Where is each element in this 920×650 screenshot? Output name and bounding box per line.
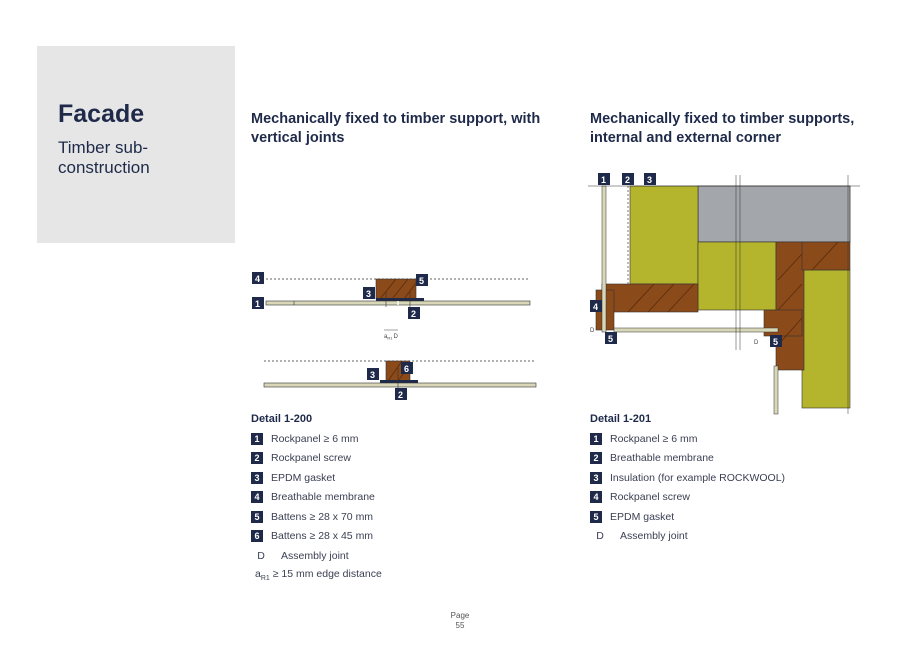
dim-label-aR1: aR1D bbox=[384, 334, 398, 341]
svg-text:4: 4 bbox=[593, 302, 598, 312]
svg-text:6: 6 bbox=[404, 364, 409, 374]
svg-text:1: 1 bbox=[255, 299, 260, 309]
svg-text:2: 2 bbox=[625, 175, 630, 185]
dim-label-d: D bbox=[590, 328, 595, 334]
detail-1-200-diagram: aR1D 4 1 3 5 2 3 6 2 bbox=[252, 272, 537, 400]
dim-label-d: D bbox=[754, 340, 759, 346]
rockpanel-vertical bbox=[601, 185, 607, 333]
svg-text:5: 5 bbox=[608, 334, 613, 344]
insulation-main bbox=[629, 185, 699, 285]
svg-text:1: 1 bbox=[601, 175, 606, 185]
sidebar-panel: Facade Timber sub-construction bbox=[37, 46, 235, 243]
sidebar-subtitle: Timber sub-construction bbox=[58, 138, 150, 177]
rockpanel-horizontal bbox=[613, 327, 779, 333]
svg-text:2: 2 bbox=[411, 309, 416, 319]
svg-text:3: 3 bbox=[370, 370, 375, 380]
detail-1-201-title: Detail 1-201 bbox=[590, 413, 652, 425]
rockpanel-lower bbox=[263, 382, 537, 388]
sidebar-title: Facade bbox=[58, 100, 145, 128]
svg-text:5: 5 bbox=[419, 276, 424, 286]
page-number: Page 55 bbox=[450, 611, 470, 630]
concrete-wall bbox=[697, 185, 851, 243]
legend-item-edge-distance: aR1 ≥ 15 mm edge distance bbox=[255, 568, 382, 583]
left-section-title: Mechanically fixed to timber support, wi… bbox=[251, 111, 541, 146]
svg-text:3: 3 bbox=[647, 175, 652, 185]
svg-text:2: 2 bbox=[398, 390, 403, 400]
svg-text:3: 3 bbox=[366, 289, 371, 299]
detail-1-200-title: Detail 1-200 bbox=[251, 413, 313, 425]
svg-text:4: 4 bbox=[255, 274, 260, 284]
detail-1-201-diagram: 1 2 3 4 5 5 D D bbox=[588, 173, 860, 415]
epdm-gasket bbox=[376, 298, 424, 301]
svg-text:5: 5 bbox=[773, 337, 778, 347]
right-section-title: Mechanically fixed to timber supports, i… bbox=[590, 111, 855, 146]
